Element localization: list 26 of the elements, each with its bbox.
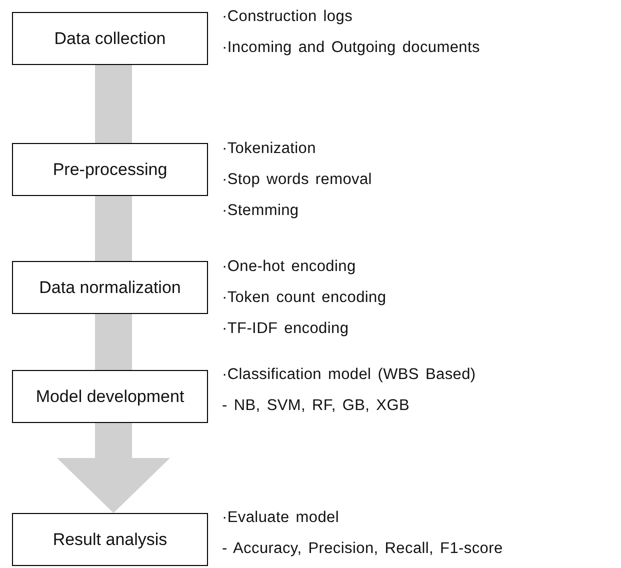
step-label: Data collection — [54, 28, 166, 48]
bullet-item: ·Incoming and Outgoing documents — [222, 39, 480, 57]
arrow — [95, 314, 132, 370]
arrow — [57, 423, 170, 513]
process-box — [12, 143, 208, 196]
bullet-item: ·TF-IDF encoding — [222, 320, 349, 338]
step-label: Model development — [36, 386, 184, 406]
arrow — [95, 196, 132, 261]
process-box — [12, 12, 208, 65]
process-box — [12, 261, 208, 314]
arrow — [95, 65, 132, 143]
bullet-item: ·Stop words removal — [222, 171, 372, 189]
step-label: Pre-processing — [52, 160, 168, 180]
bullet-item: ·Tokenization — [222, 140, 316, 158]
bullet-item: ·Stemming — [222, 202, 299, 220]
bullet-item: - NB, SVM, RF, GB, XGB — [222, 397, 410, 415]
bullet-item: ·Token count encoding — [222, 289, 386, 307]
bullet-item: - Accuracy, Precision, Recall, F1-score — [222, 540, 503, 558]
bullet-item: ·Classification model (WBS Based) — [222, 366, 476, 384]
bullet-item: ·Construction logs — [222, 8, 353, 26]
bullet-item: ·One-hot encoding — [222, 258, 356, 276]
process-box — [12, 513, 208, 566]
process-box — [12, 370, 208, 423]
bullet-item: ·Evaluate model — [222, 509, 340, 527]
step-label: Result analysis — [52, 530, 168, 550]
step-label: Data normalization — [39, 278, 181, 298]
